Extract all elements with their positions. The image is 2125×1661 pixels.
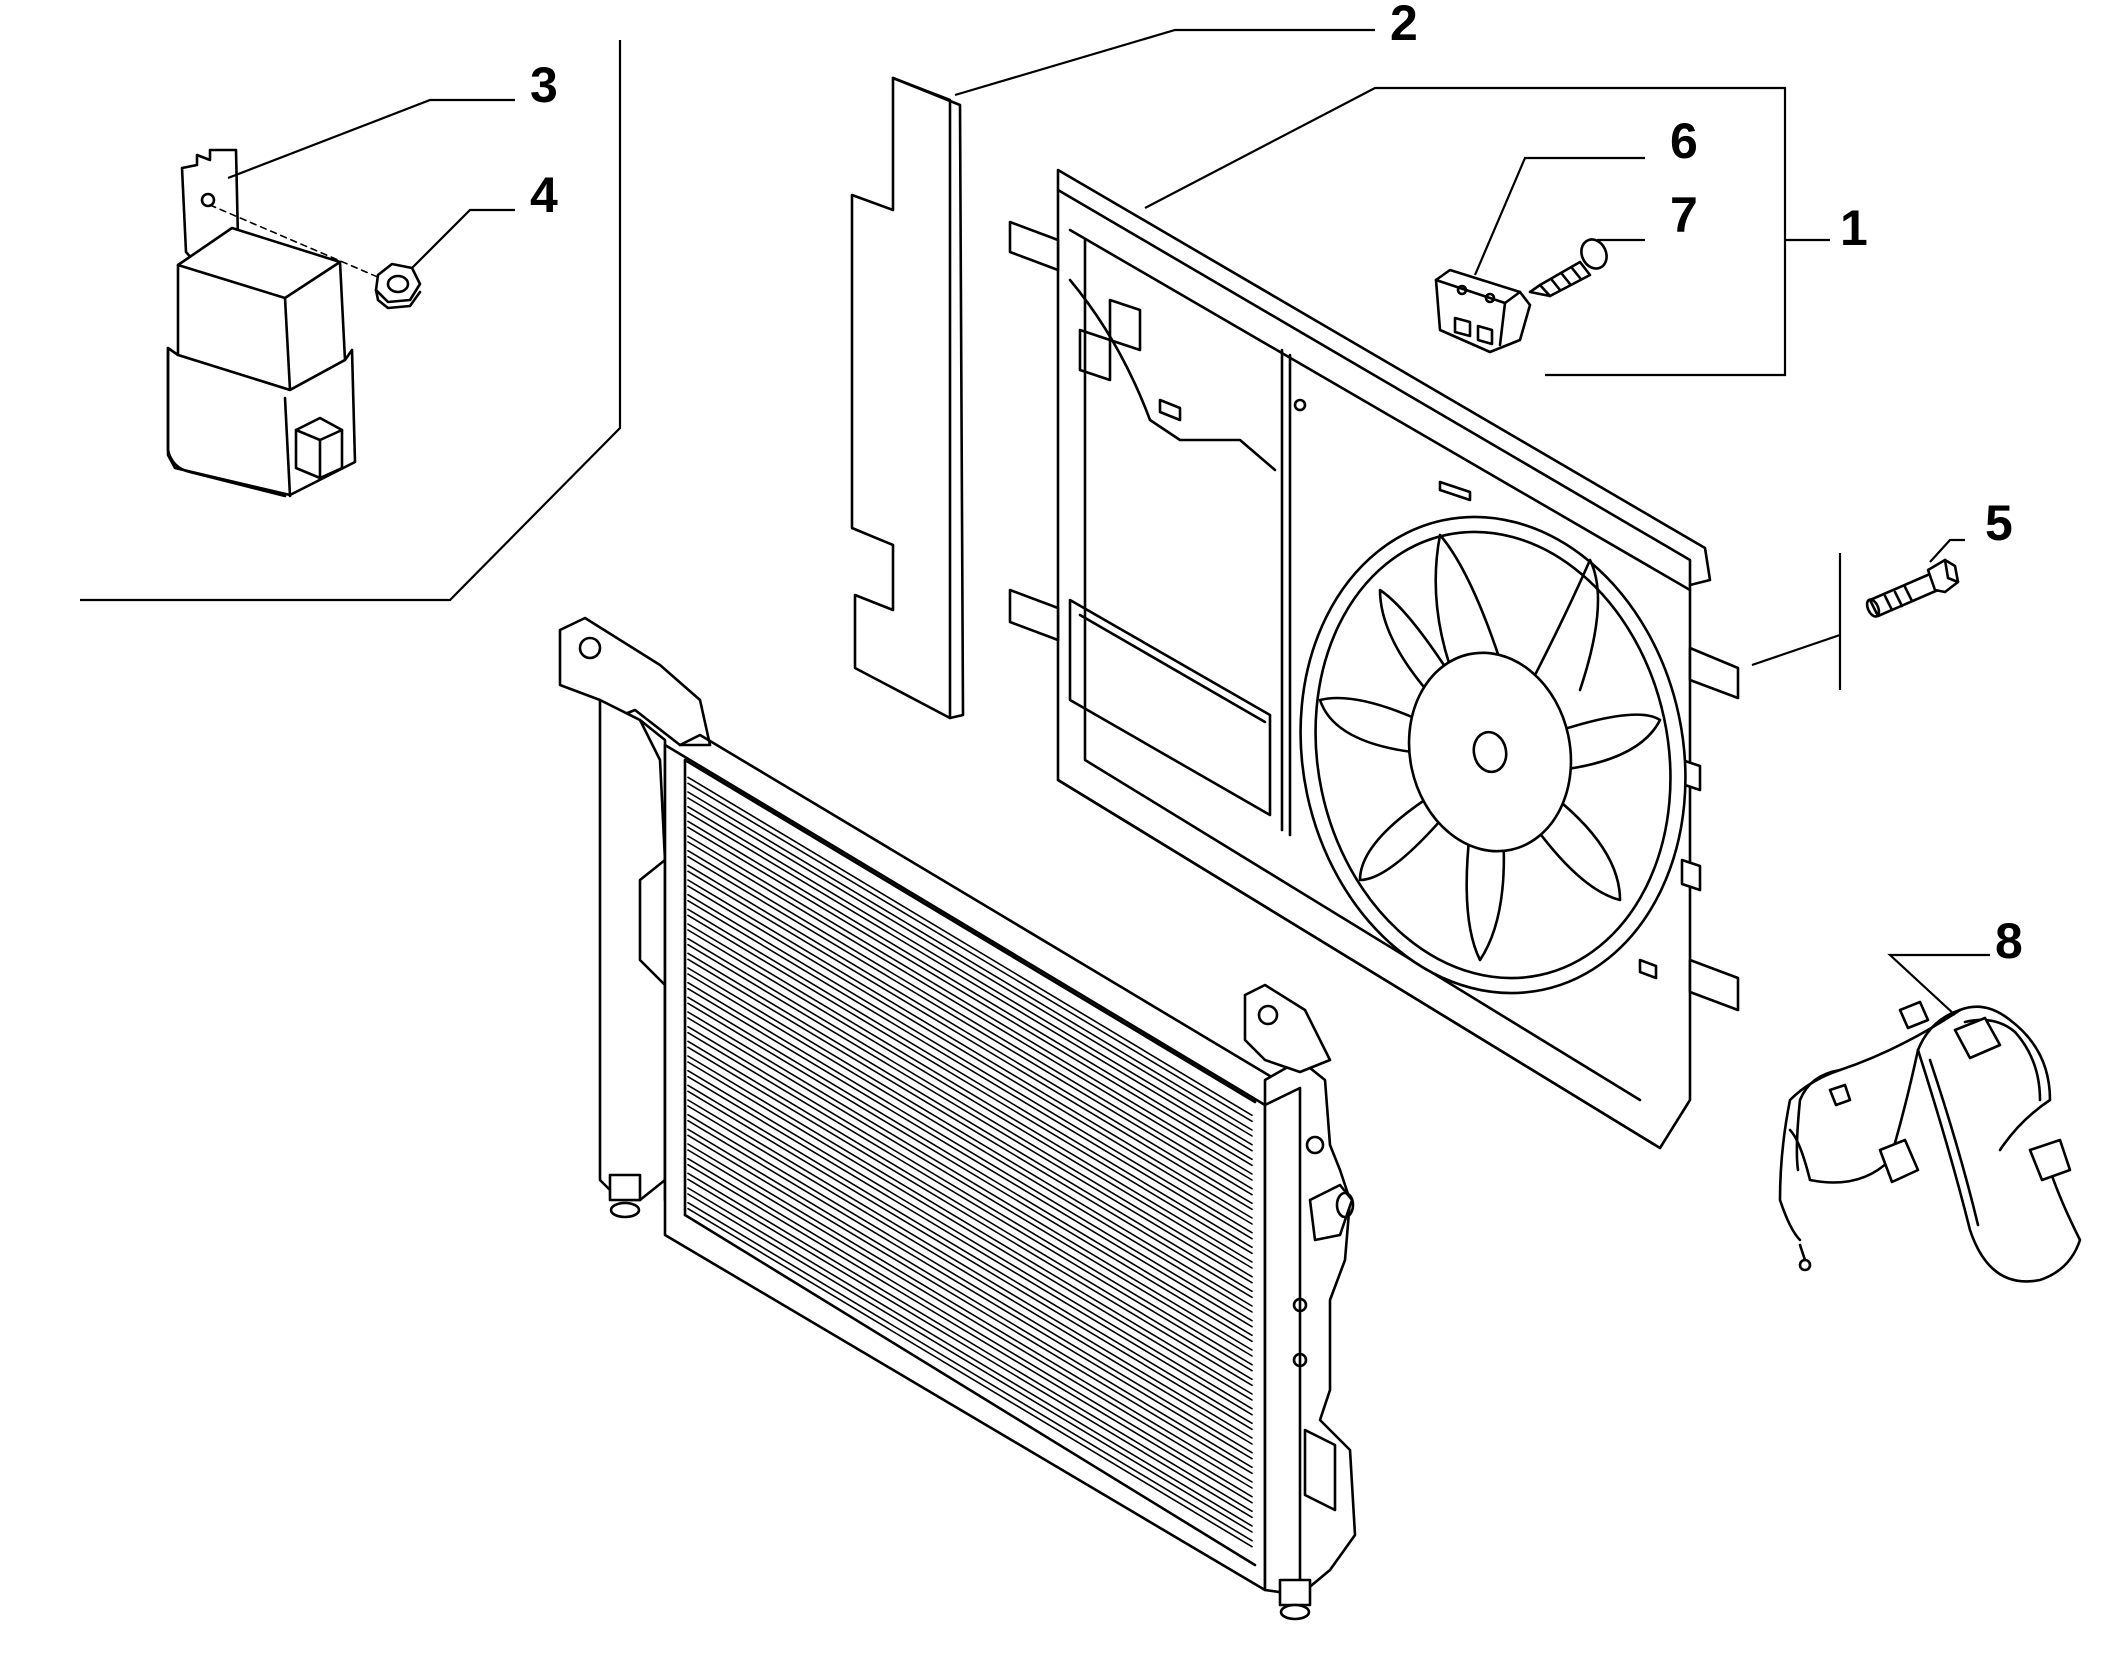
radiator-fin bbox=[687, 1011, 1253, 1351]
part-5-bolt[interactable] bbox=[1865, 558, 1960, 618]
radiator-fin-edge bbox=[687, 1017, 1253, 1357]
radiator-fin bbox=[687, 981, 1253, 1322]
part-2-seal-strip[interactable] bbox=[850, 76, 965, 720]
radiator-fin bbox=[687, 908, 1253, 1249]
radiator-fin-edge bbox=[687, 841, 1253, 1181]
radiator-fin bbox=[687, 791, 1253, 1131]
radiator-fin bbox=[687, 923, 1253, 1263]
radiator-fin bbox=[687, 1157, 1253, 1498]
radiator-fin bbox=[687, 937, 1253, 1278]
radiator-fin bbox=[687, 1172, 1253, 1513]
radiator-fin bbox=[687, 996, 1253, 1337]
radiator-fin-edge bbox=[687, 1031, 1253, 1372]
radiator-fin-edge bbox=[687, 797, 1253, 1137]
radiator-fin-edge bbox=[687, 1061, 1253, 1401]
radiator-fin-edge bbox=[687, 1207, 1253, 1548]
radiator-fin bbox=[687, 1099, 1253, 1439]
part-8-wiring-harness[interactable] bbox=[1778, 1000, 2082, 1283]
callout-labels: 1 2 3 4 5 6 7 8 bbox=[530, 0, 2023, 969]
radiator-fin-edge bbox=[687, 1119, 1253, 1460]
radiator-fin bbox=[687, 1025, 1253, 1366]
part-6-bracket-clip[interactable] bbox=[1434, 268, 1532, 354]
radiator-fin-edge bbox=[687, 914, 1253, 1255]
radiator-core-fins bbox=[687, 776, 1253, 1548]
radiator-fin bbox=[687, 1069, 1253, 1410]
radiator-fin-edge bbox=[687, 811, 1253, 1152]
callout-1: 1 bbox=[1840, 200, 1868, 256]
radiator-fin bbox=[687, 776, 1253, 1117]
part-4-nut[interactable] bbox=[374, 262, 422, 310]
callout-6: 6 bbox=[1670, 113, 1698, 169]
radiator-fin-edge bbox=[687, 929, 1253, 1269]
radiator-fin-edge bbox=[687, 1002, 1253, 1343]
radiator-fin-edge bbox=[687, 870, 1253, 1211]
callout-2: 2 bbox=[1390, 0, 1418, 51]
radiator-fin-edge bbox=[687, 958, 1253, 1299]
radiator[interactable] bbox=[558, 616, 1357, 1621]
radiator-fin bbox=[687, 952, 1253, 1293]
radiator-fin bbox=[687, 893, 1253, 1234]
radiator-fin bbox=[687, 1128, 1253, 1469]
radiator-fin-edge bbox=[687, 1075, 1253, 1416]
radiator-fin-edge bbox=[687, 987, 1253, 1328]
radiator-fin bbox=[687, 1187, 1253, 1527]
radiator-fin-edge bbox=[687, 826, 1253, 1167]
radiator-fin bbox=[687, 1055, 1253, 1395]
radiator-fin-edge bbox=[687, 1178, 1253, 1519]
radiator-fin-edge bbox=[687, 782, 1253, 1123]
radiator-fin bbox=[687, 835, 1253, 1175]
radiator-fin-edge bbox=[687, 1163, 1253, 1504]
relay-group-divider bbox=[80, 40, 622, 602]
callout-8: 8 bbox=[1995, 913, 2023, 969]
radiator-fin-edge bbox=[687, 899, 1253, 1240]
radiator-fin bbox=[687, 967, 1253, 1307]
radiator-fin bbox=[687, 805, 1253, 1146]
radiator-fin-edge bbox=[687, 1193, 1253, 1533]
radiator-fin-edge bbox=[687, 1090, 1253, 1431]
radiator-fin-edge bbox=[687, 855, 1253, 1196]
radiator-fin bbox=[687, 1201, 1253, 1542]
radiator-fin-edge bbox=[687, 1105, 1253, 1445]
part-7-screw[interactable] bbox=[1528, 235, 1611, 298]
callout-7: 7 bbox=[1670, 187, 1698, 243]
leader-lines bbox=[227, 28, 1990, 1016]
radiator-fin bbox=[687, 1143, 1253, 1483]
radiator-fin-edge bbox=[687, 943, 1253, 1284]
part-3-relay[interactable] bbox=[166, 148, 381, 498]
callout-3: 3 bbox=[530, 57, 558, 113]
radiator-fin-edge bbox=[687, 1046, 1253, 1387]
radiator-fin bbox=[687, 1113, 1253, 1454]
radiator-fin-edge bbox=[687, 1149, 1253, 1489]
radiator-fin bbox=[687, 1084, 1253, 1425]
callout-4: 4 bbox=[530, 167, 558, 223]
radiator-fin-edge bbox=[687, 973, 1253, 1313]
part-1-fan-shroud[interactable] bbox=[1008, 168, 1740, 1150]
radiator-fin bbox=[687, 864, 1253, 1205]
radiator-fin bbox=[687, 820, 1253, 1161]
callout-5: 5 bbox=[1985, 495, 2013, 551]
radiator-fin-edge bbox=[687, 1134, 1253, 1475]
radiator-fin bbox=[687, 1040, 1253, 1381]
radiator-fin bbox=[687, 849, 1253, 1190]
radiator-fin-edge bbox=[687, 885, 1253, 1225]
radiator-fin bbox=[687, 879, 1253, 1219]
